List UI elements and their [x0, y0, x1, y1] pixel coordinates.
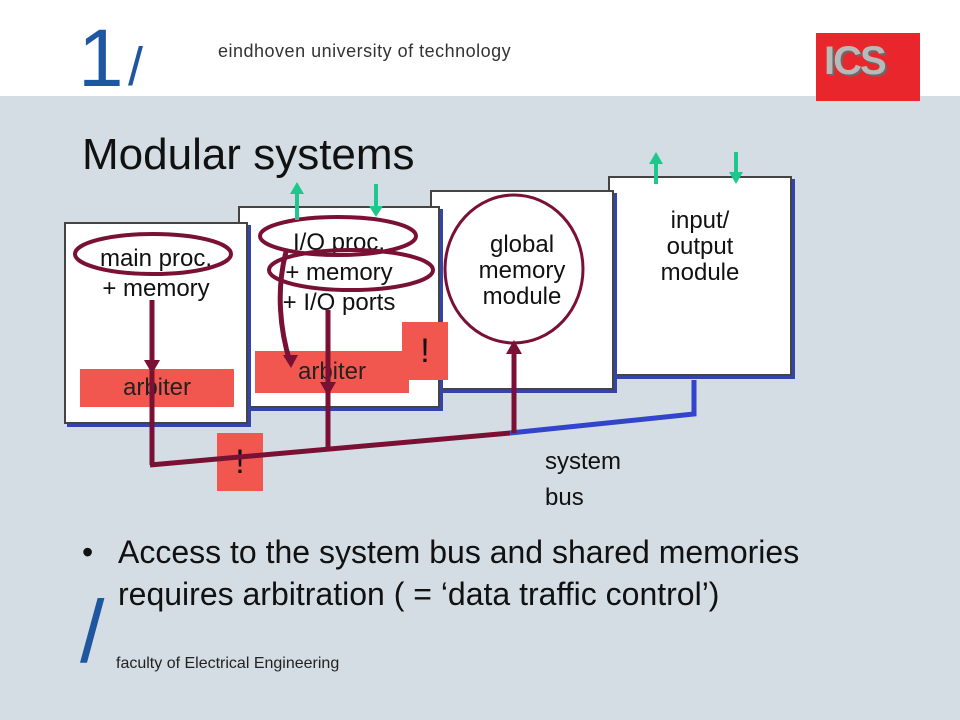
footer-slash-logo: /: [80, 582, 105, 681]
io-proc-arrow-icon: [320, 382, 336, 396]
io-proc-highlight: [258, 215, 418, 257]
io-memory-highlight: [267, 248, 435, 292]
university-name: eindhoven university of technology: [218, 41, 512, 61]
io-module-out-arrow-icon: [649, 152, 663, 164]
bullet-marker: •: [82, 534, 94, 570]
io-module-label: input/ output module: [660, 207, 740, 286]
slide-title: Modular systems: [82, 130, 415, 179]
system-bus-blue: [509, 380, 697, 436]
global-memory-arrow-icon: [506, 340, 522, 354]
global-memory-box: global memory module: [430, 190, 614, 390]
header-bar: 1 / eindhoven university of technology I…: [0, 0, 960, 101]
io-proc-internal-link: [277, 251, 293, 363]
global-memory-highlight: [443, 193, 585, 345]
ics-logo: ICS: [816, 33, 920, 101]
io-proc-in-arrow-icon: [369, 206, 383, 217]
io-module-box: input/ output module: [608, 176, 792, 376]
faculty-name: faculty of Electrical Engineering: [116, 655, 340, 672]
system-bus-label: system bus: [545, 448, 622, 511]
main-proc-highlight: [73, 232, 233, 276]
io-proc-label: I/O proc. + memory + I/O ports: [282, 229, 396, 316]
bus-alert: !: [217, 433, 263, 491]
global-memory-label: global memory module: [478, 231, 566, 310]
io-module-in-arrow-icon: [729, 172, 743, 184]
io-memory-alert: !: [402, 322, 448, 380]
system-bus-line: [149, 430, 511, 468]
main-proc-arrow-icon: [144, 360, 160, 374]
io-proc-out-arrow-icon: [290, 182, 304, 194]
ics-logo-text: ICS: [824, 39, 887, 83]
main-proc-arbiter: arbiter: [80, 369, 234, 407]
io-proc-internal-arrow-icon: [283, 355, 298, 368]
tue-logo-digit: 1: [78, 13, 124, 104]
bullet-text: Access to the system bus and shared memo…: [118, 534, 800, 612]
tue-logo-slash: /: [128, 37, 144, 97]
